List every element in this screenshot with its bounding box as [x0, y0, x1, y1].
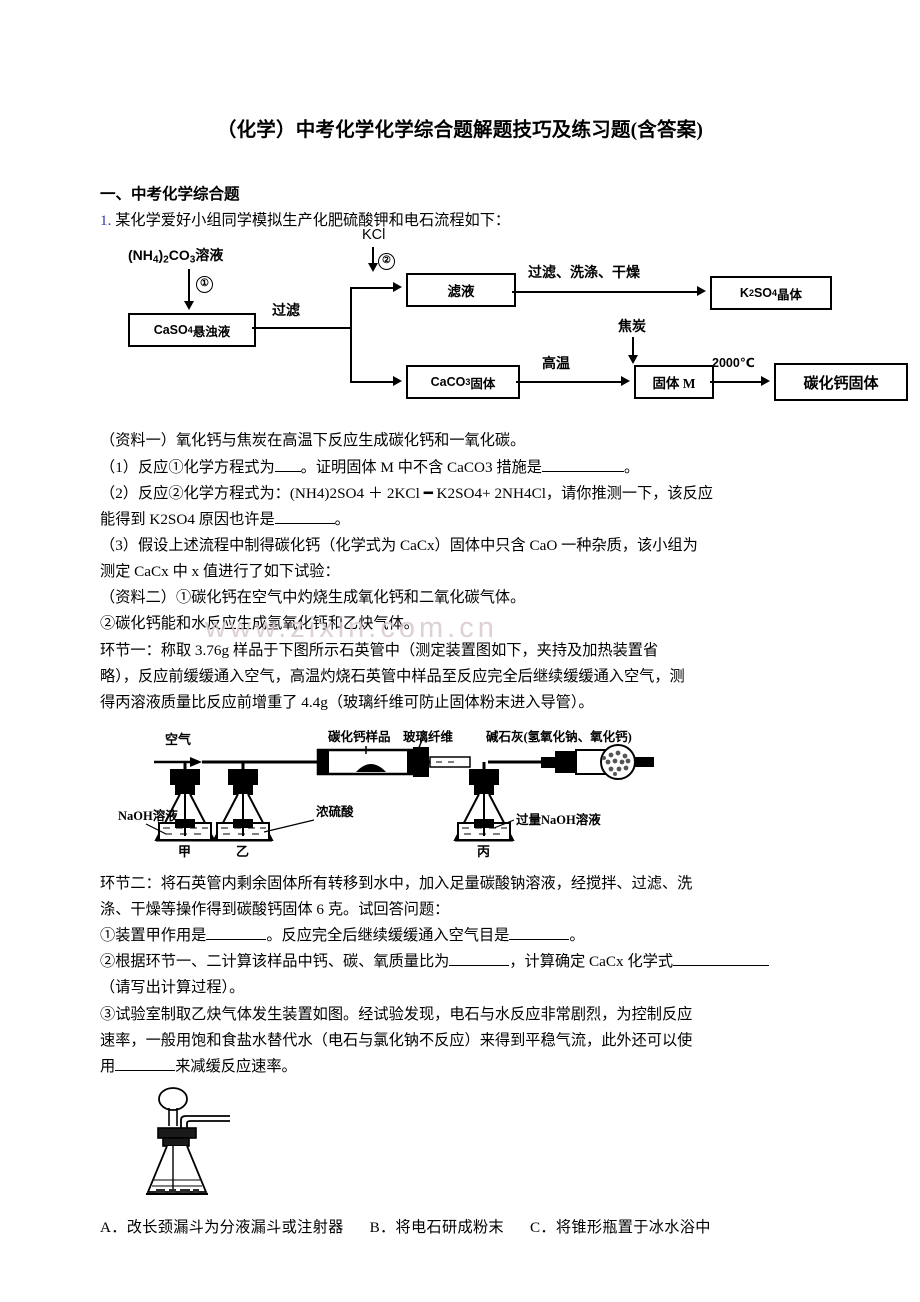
question-3-line2: 测定 CaCx 中 x 值进行了如下试验： — [100, 563, 340, 581]
q1-blank-2 — [541, 470, 624, 472]
question-stem-text: 某化学爱好小组同学模拟生产化肥硫酸钾和电石流程如下： — [115, 212, 511, 230]
sub1-part-a: ①装置甲作用是 — [100, 927, 207, 945]
apparatus-svg: 空气 碳化钙样品 玻璃纤维 碱石灰(氢氧化钠、氧化钙) — [118, 729, 654, 859]
step-one-line1: 环节一：称取 3.76g 样品于下图所示石英管中（测定装置图如下，夹持及加热装置… — [100, 641, 659, 659]
sub1-blank-1 — [206, 939, 267, 941]
flow-label-coke: 焦炭 — [618, 320, 646, 336]
sub-question-2-line2: （请写出计算过程）。 — [100, 979, 245, 997]
label-flask-b: 乙 — [236, 844, 249, 859]
flow-label-high-temp: 高温 — [542, 357, 570, 373]
step-one-line3: 得丙溶液质量比反应前增重了 4.4g（玻璃纤维可防止固体粉末进入导管）。 — [100, 693, 594, 711]
question-3-line1: （3）假设上述流程中制得碳化钙（化学式为 CaCx）固体中只含 CaO 一种杂质… — [100, 536, 698, 554]
flow-arrow-head-lower — [393, 376, 402, 387]
flow-step-2-badge: ② — [378, 253, 395, 271]
q2-blank — [274, 522, 335, 524]
sub1-part-b: 。反应完全后继续缓缓通入空气目是 — [266, 927, 510, 945]
sub-question-1: ①装置甲作用是 。反应完全后继续缓缓通入空气目是 。 — [100, 923, 820, 949]
label-flask-c: 丙 — [477, 844, 490, 859]
rubber-stopper — [157, 1127, 197, 1139]
q1-part-a: （1）反应①化学方程式为 — [100, 458, 275, 476]
sub-question-2-line1: ②根据环节一、二计算该样品中钙、碳、氧质量比为 ，计算确定 CaCx 化学式 — [100, 949, 820, 975]
sub3-part-b: 来减缓反应速率。 — [175, 1057, 297, 1075]
flow-arrow-head-solidm — [621, 376, 630, 387]
flow-arrow-head-2 — [368, 263, 378, 273]
q1-part-c: 。 — [623, 458, 640, 476]
question-stem-line: 1. 某化学爱好小组同学模拟生产化肥硫酸钾和电石流程如下： — [100, 209, 820, 233]
sub2-blank-2 — [673, 965, 770, 967]
data-note-1: （资料一）氧化钙与焦炭在高温下反应生成碳化钙和一氧化碳。 — [100, 432, 526, 450]
label-air: 空气 — [165, 732, 191, 747]
flow-input-label: (NH4)2CO3溶液 — [128, 247, 224, 266]
flow-line-lower — [350, 381, 396, 384]
flow-box-filtrate: 滤液 — [406, 273, 516, 308]
flow-step-1-badge: ① — [196, 276, 213, 294]
flow-arrow-head-upper — [393, 282, 402, 293]
sub1-blank-2 — [509, 939, 570, 941]
gas-generator-diagram — [140, 1086, 820, 1209]
label-flask-a: 甲 — [178, 844, 191, 859]
sub3-blank — [115, 1069, 176, 1071]
flow-line-trunk — [252, 327, 352, 330]
flow-arrow-head-coke — [628, 355, 638, 365]
flow-arrow-head-k2so4 — [697, 286, 706, 297]
flow-label-kcl: KCl — [362, 227, 386, 244]
flow-arrow-line-1 — [188, 269, 190, 304]
gas-generator-svg — [146, 1087, 230, 1196]
conical-flask — [146, 1145, 208, 1193]
question-number: 1. — [100, 212, 112, 230]
step-two-line1: 环节二：将石英管内剩余固体所有转移到水中，加入足量碳酸钠溶液，经搅拌、过滤、洗 — [100, 874, 693, 892]
flow-line-to-k2so4 — [512, 291, 700, 294]
question-2-line1: （2）反应②化学方程式为：(NH4)2SO4 ＋ 2KCl ━ K2SO4+ 2… — [100, 484, 713, 502]
flow-box-product: 碳化钙固体 — [774, 363, 908, 402]
flow-label-filter-wash-dry: 过滤、洗涤、干燥 — [528, 266, 640, 282]
sub1-part-c: 。 — [569, 927, 585, 945]
sub2-part-a: ②根据环节一、二计算该样品中钙、碳、氧质量比为 — [100, 953, 450, 971]
flow-line-upper — [350, 287, 396, 290]
sub-question-3-line3: 用 来减缓反应速率。 — [100, 1054, 820, 1080]
flow-label-filter: 过滤 — [272, 304, 300, 320]
section-heading: 一、中考化学综合题 — [100, 186, 240, 204]
sub2-part-b: ，计算确定 CaCx 化学式 — [509, 953, 674, 971]
flow-line-split — [350, 287, 352, 384]
question-2-line2: 能得到 K2SO4 原因也许是 。 — [100, 507, 820, 533]
option-a[interactable]: A．改长颈漏斗为分液漏斗或注射器 — [100, 1219, 344, 1237]
flow-arrow-line-2 — [372, 247, 374, 266]
flow-box-solid-m: 固体 M — [634, 365, 714, 400]
label-naoh-solution: NaOH溶液 — [118, 808, 178, 823]
flow-line-to-product — [710, 381, 764, 384]
q1-part-b: 。证明固体 M 中不含 CaCO3 措施是 — [300, 458, 542, 476]
label-glass-fiber: 玻璃纤维 — [403, 729, 454, 744]
data-note-2-item2: ②碳化钙能和水反应生成氢氧化钙和乙炔气体。 — [100, 615, 419, 633]
step-one-line2: 略），反应前缓缓通入空气，高温灼烧石英管中样品至反应完全后继续缓缓通入空气，测 — [100, 667, 685, 685]
measurement-apparatus-diagram: 空气 碳化钙样品 玻璃纤维 碱石灰(氢氧化钠、氧化钙) — [118, 728, 820, 865]
sub-question-3-line2: 速率，一般用饱和食盐水替代水（电石与氯化钠不反应）来得到平稳气流，此外还可以使 — [100, 1031, 693, 1049]
question-1: （1）反应①化学方程式为 。证明固体 M 中不含 CaCO3 措施是 。 — [100, 455, 820, 481]
label-conc-sulfuric-acid: 浓硫酸 — [316, 804, 354, 819]
q1-blank-1 — [274, 470, 301, 472]
label-sample: 碳化钙样品 — [328, 729, 391, 744]
sub3-part-a: 用 — [100, 1057, 116, 1075]
flow-arrow-line-coke — [632, 337, 634, 358]
sub-question-3-line1: ③试验室制取乙炔气体发生装置如图。经试验发现，电石与水反应非常剧烈，为控制反应 — [100, 1005, 693, 1023]
flow-arrow-head-product — [761, 376, 770, 387]
data-note-2-item1: （资料二）①碳化钙在空气中灼烧生成氧化钙和二氧化碳气体。 — [100, 589, 526, 607]
option-b[interactable]: B．将电石研成粉末 — [369, 1219, 504, 1237]
funnel-bulb — [158, 1087, 188, 1111]
q2-part-c: 。 — [334, 510, 350, 528]
option-c[interactable]: C．将锥形瓶置于冰水浴中 — [529, 1219, 711, 1237]
flow-line-to-solidm — [516, 381, 624, 384]
q2-part-b: 能得到 K2SO4 原因也许是 — [100, 510, 275, 528]
page-title: （化学）中考化学化学综合题解题技巧及练习题(含答案) — [216, 120, 704, 141]
step-two-line2: 涤、干燥等操作得到碳酸钙固体 6 克。试回答问题： — [100, 901, 450, 919]
label-excess-naoh: 过量NaOH溶液 — [516, 812, 601, 827]
flow-arrow-head-1 — [184, 301, 194, 311]
sub2-blank-1 — [449, 965, 510, 967]
answer-options-row: A．改长颈漏斗为分液漏斗或注射器 B．将电石研成粉末 C．将锥形瓶置于冰水浴中 — [100, 1215, 820, 1237]
flow-label-2000c: 2000℃ — [712, 356, 755, 371]
label-soda-lime: 碱石灰(氢氧化钠、氧化钙) — [486, 729, 632, 744]
